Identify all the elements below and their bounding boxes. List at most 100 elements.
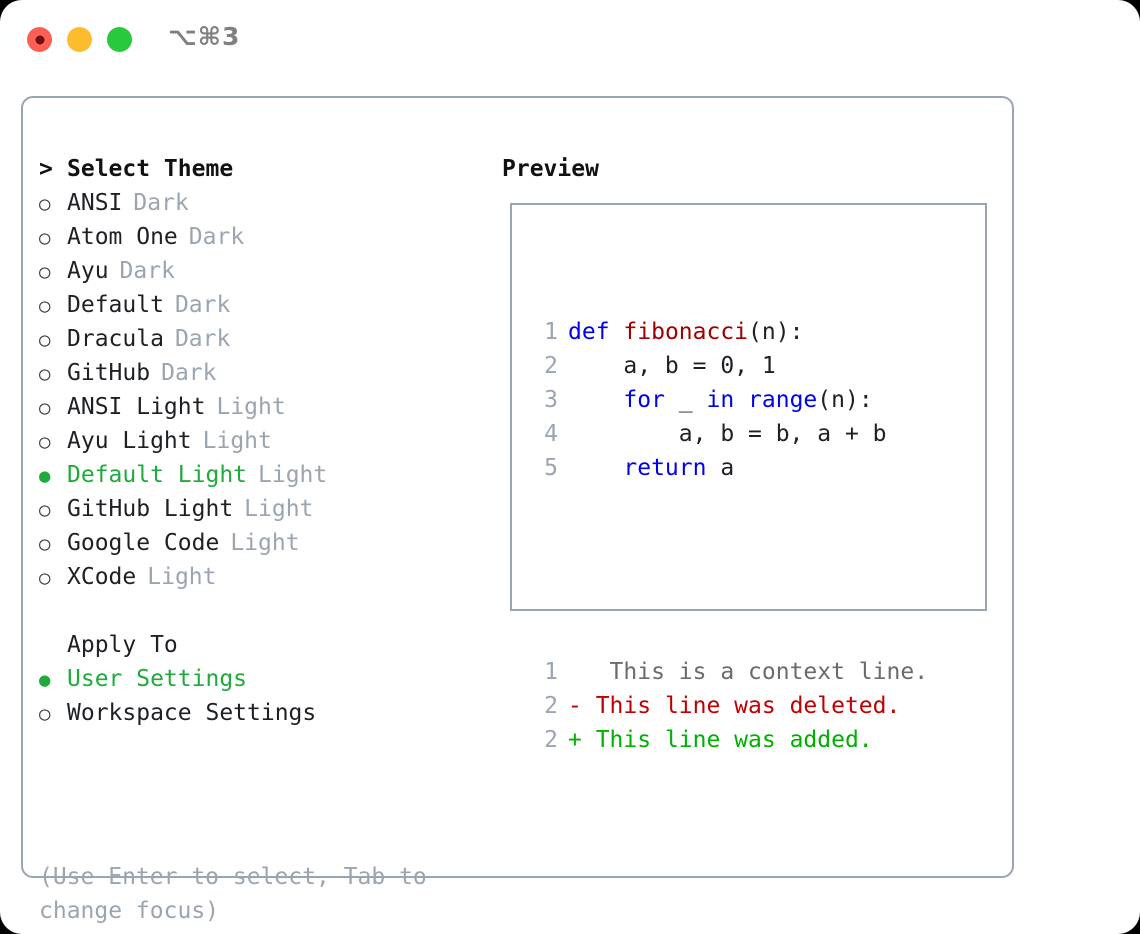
- theme-option-row[interactable]: ○ ANSI Light Light: [39, 390, 489, 424]
- minimize-button[interactable]: [67, 27, 92, 52]
- code-token-plain: (n):: [748, 319, 804, 345]
- code-line-text: a, b = 0, 1: [568, 349, 776, 383]
- keyboard-hint-text: (Use Enter to select, Tab to change focu…: [39, 864, 427, 924]
- theme-list-header: > Select Theme: [39, 152, 489, 186]
- theme-option-row[interactable]: ○ Ayu Light Light: [39, 424, 489, 458]
- preview-heading: Preview: [502, 156, 599, 182]
- radio-unselected-icon: ○: [39, 567, 51, 589]
- diff-line-text: This line was deleted.: [581, 693, 901, 719]
- theme-option-row[interactable]: ○ Atom One Dark: [39, 220, 489, 254]
- radio-unselected-icon: ○: [39, 227, 51, 249]
- apply-to-option-row[interactable]: ○ Workspace Settings: [39, 696, 489, 730]
- theme-option-label: Ayu Light: [67, 428, 192, 454]
- apply-to-option-label: User Settings: [67, 666, 248, 692]
- code-token-kw: for: [623, 387, 665, 413]
- code-token-plain: a, b = b, a + b: [568, 421, 887, 447]
- radio-selected-icon: ●: [39, 669, 51, 691]
- radio-unselected-icon: ○: [39, 295, 51, 317]
- code-token-plain: a, b = 0, 1: [568, 353, 776, 379]
- code-token-kw: return: [623, 455, 707, 481]
- theme-option-row[interactable]: ● Default Light Light: [39, 458, 489, 492]
- diff-block: 1 This is a context line.2- This line wa…: [524, 655, 928, 757]
- theme-option-kind: Dark: [174, 292, 231, 318]
- code-line-text: return a: [568, 451, 734, 485]
- code-token-kw: range: [748, 387, 818, 413]
- radio-unselected-icon: ○: [39, 363, 51, 385]
- theme-list-header-label: Select Theme: [67, 156, 234, 182]
- code-line-text: a, b = b, a + b: [568, 417, 887, 451]
- close-button[interactable]: [27, 27, 52, 52]
- radio-unselected-icon: ○: [39, 499, 51, 521]
- code-line: 2 a, b = 0, 1: [524, 349, 928, 383]
- theme-option-label: ANSI Light: [67, 394, 206, 420]
- keyboard-shortcut-label: ⌥⌘3: [168, 22, 241, 51]
- theme-option-label: Ayu: [67, 258, 109, 284]
- code-line-text: def fibonacci(n):: [568, 315, 803, 349]
- line-number: 2: [544, 727, 558, 753]
- radio-unselected-icon: ○: [39, 397, 51, 419]
- radio-unselected-icon: ○: [39, 329, 51, 351]
- spacer-marker: [39, 628, 67, 662]
- code-token-plain: [568, 387, 623, 413]
- theme-option-kind: Light: [258, 462, 328, 488]
- title-bar: ⌥⌘3: [0, 0, 1140, 78]
- maximize-button[interactable]: [107, 27, 132, 52]
- code-line: 3 for _ in range(n):: [524, 383, 928, 417]
- radio-unselected-icon: ○: [39, 193, 51, 215]
- theme-option-row[interactable]: ○ Default Dark: [39, 288, 489, 322]
- theme-option-row[interactable]: ○ GitHub Dark: [39, 356, 489, 390]
- theme-option-label: Default Light: [67, 462, 248, 488]
- line-number: 4: [544, 421, 558, 447]
- diff-line: 1 This is a context line.: [524, 655, 928, 689]
- theme-option-kind: Dark: [188, 224, 245, 250]
- apply-to-option-label: Workspace Settings: [67, 700, 317, 726]
- apply-to-option-row[interactable]: ● User Settings: [39, 662, 489, 696]
- line-number: 1: [544, 659, 558, 685]
- diff-sign: -: [568, 693, 582, 719]
- line-number: 5: [544, 455, 558, 481]
- diff-line: 2- This line was deleted.: [524, 689, 928, 723]
- apply-to-header: Apply To: [39, 628, 489, 662]
- diff-sign: +: [568, 727, 582, 753]
- line-number: 3: [544, 387, 558, 413]
- line-number: 2: [544, 353, 558, 379]
- theme-option-label: Default: [67, 292, 164, 318]
- code-token-fn: fibonacci: [623, 319, 749, 345]
- code-token-plain: a: [706, 455, 735, 481]
- theme-option-kind: Light: [202, 428, 272, 454]
- section-spacer: [39, 594, 489, 628]
- theme-option-kind: Dark: [161, 360, 217, 386]
- apply-to-options: ● User Settings ○ Workspace Settings: [39, 662, 489, 730]
- theme-option-kind: Dark: [119, 258, 175, 284]
- code-token-kw: def: [568, 319, 610, 345]
- radio-unselected-icon: ○: [39, 533, 51, 555]
- code-diff-spacer: [524, 553, 928, 587]
- theme-option-label: GitHub: [67, 360, 151, 386]
- theme-option-kind: Light: [147, 564, 217, 590]
- radio-selected-icon: ●: [39, 465, 51, 487]
- theme-option-kind: Dark: [133, 190, 189, 216]
- theme-option-kind: Light: [216, 394, 286, 420]
- theme-option-label: Atom One: [67, 224, 178, 250]
- diff-line-text: This is a context line.: [581, 659, 929, 685]
- theme-option-kind: Light: [230, 530, 300, 556]
- radio-unselected-icon: ○: [39, 431, 51, 453]
- diff-sign: [568, 655, 582, 689]
- diff-line-text: This line was added.: [581, 727, 873, 753]
- recording-indicator-icon: [35, 35, 44, 44]
- code-line: 5 return a: [524, 451, 928, 485]
- code-line: 4 a, b = b, a + b: [524, 417, 928, 451]
- radio-unselected-icon: ○: [39, 703, 51, 725]
